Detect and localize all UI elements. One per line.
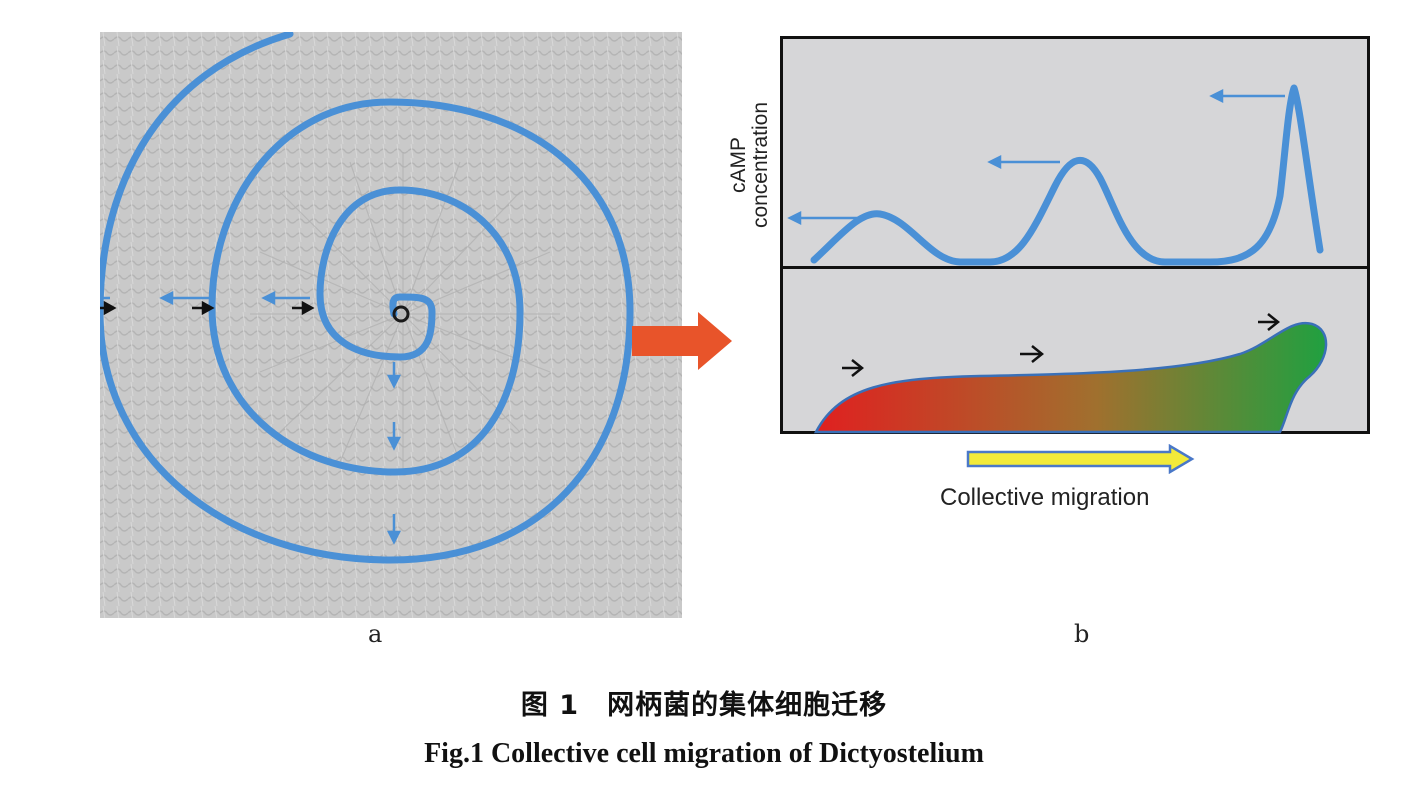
figure-caption-chinese: 图 1 网柄菌的集体细胞迁移 [520,690,888,721]
cell-movement-arrows [100,300,315,316]
subfigure-label-b: b [1074,620,1090,648]
wave-propagation-arrows [787,88,1285,226]
collective-migration-label: Collective migration [940,484,1150,511]
figure-caption-english: Fig.1 Collective cell migration of Dicty… [424,738,984,769]
cell-stream-shape [813,321,1328,434]
wave-plot-box [780,36,1370,269]
aggregation-center [392,305,410,323]
camp-axis-label: cAMP concentration [716,80,776,250]
wave-direction-arrows [100,290,402,545]
camp-wave-schematic [780,36,1370,434]
spiral-image-panel [100,32,682,618]
ylabel-line-2: concentration [749,101,772,229]
subfigure-label-a: a [368,620,383,648]
camp-concentration-curve [810,84,1324,266]
ylabel-line-1: cAMP [727,137,750,194]
transition-arrow-icon [632,312,732,370]
cell-motion-arrows [842,313,1281,377]
migration-direction-arrow [966,444,1195,474]
